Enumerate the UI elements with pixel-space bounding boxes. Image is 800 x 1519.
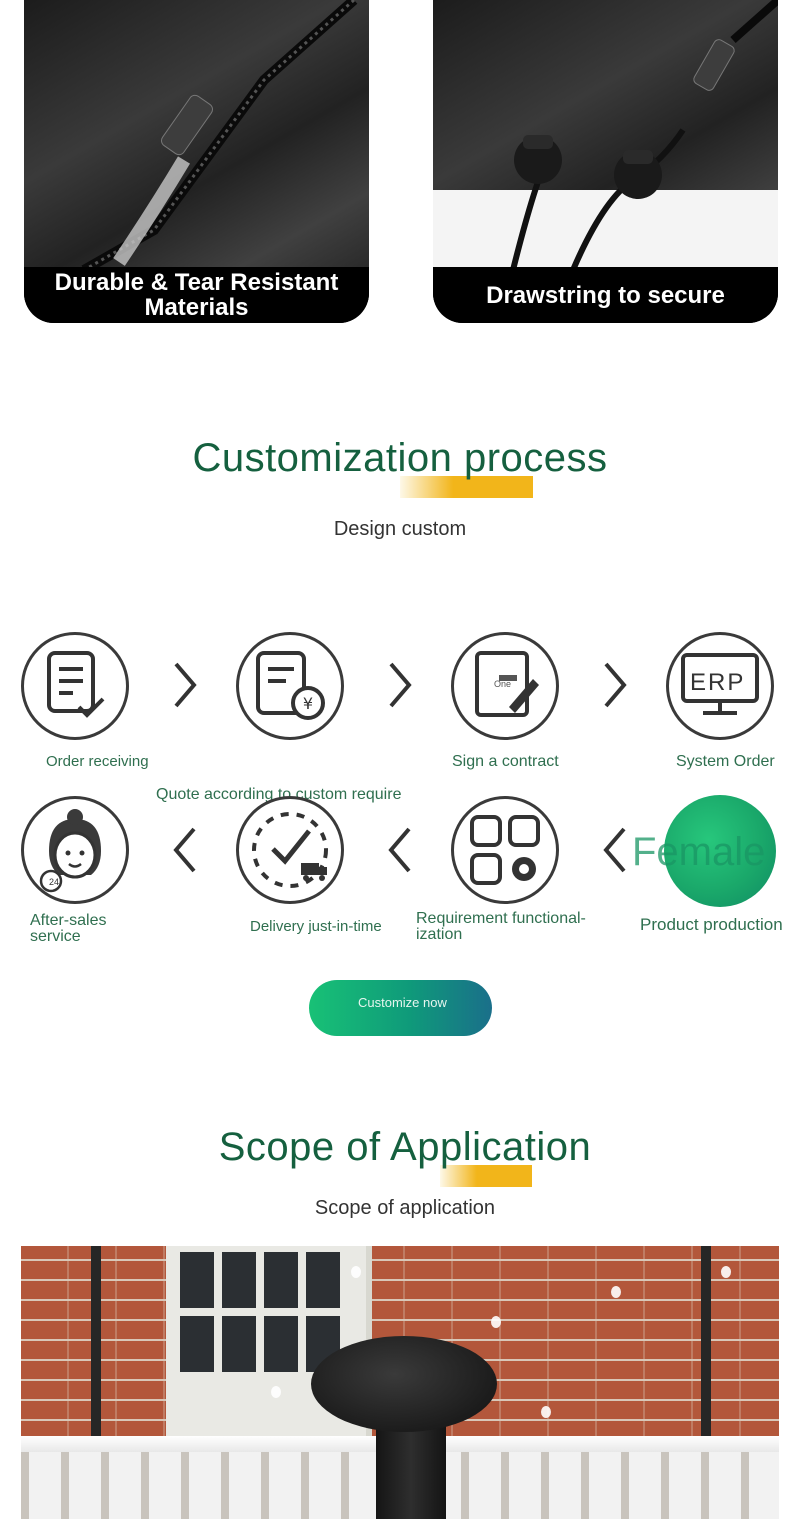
contract-pen-icon — [475, 651, 539, 717]
label-order-receiving: Order receiving — [46, 753, 149, 770]
window-pane — [180, 1316, 214, 1372]
snowflake — [611, 1286, 621, 1298]
covered-heater-top — [311, 1336, 497, 1432]
application-scene-photo — [21, 1246, 779, 1519]
step-order-receiving — [21, 632, 129, 740]
customer-service-icon — [39, 809, 101, 893]
chevron-left-icon — [385, 825, 415, 875]
document-yen-icon: ¥ — [256, 651, 325, 720]
step-requirement — [451, 796, 559, 904]
label-after-sales: After-sales service — [30, 912, 107, 945]
drain-pipe — [91, 1246, 101, 1519]
chevron-right-icon — [170, 660, 200, 710]
customize-now-button[interactable]: Customize now — [309, 980, 492, 1036]
contract-icon-text: One — [494, 679, 512, 689]
scope-subtitle: Scope of application — [314, 1197, 496, 1219]
step-sign-contract: One — [451, 632, 559, 740]
zipper-icon — [81, 0, 358, 270]
step-quote: ¥ — [236, 632, 344, 740]
green-circle-icon — [664, 795, 776, 907]
window-pane — [264, 1252, 298, 1308]
erp-monitor-icon — [681, 653, 759, 715]
chevron-left-icon — [600, 825, 630, 875]
window-pane — [306, 1252, 340, 1308]
caption-drawstring: Drawstring to secure — [433, 267, 778, 323]
erp-icon-text: ERP — [690, 669, 746, 696]
drawstring-toggle-icon — [510, 0, 778, 270]
label-quote: Quote according to custom require — [156, 786, 402, 803]
chevron-left-icon — [170, 825, 200, 875]
title-accent-bar — [400, 476, 533, 498]
window-pane — [222, 1252, 256, 1308]
chevron-right-icon — [385, 660, 415, 710]
title-accent-bar — [440, 1165, 532, 1187]
window-pane — [180, 1252, 214, 1308]
caption-materials: Durable & Tear Resistant Materials — [24, 267, 369, 323]
process-subtitle: Design custom — [333, 518, 467, 540]
scope-title: Scope of Application — [218, 1125, 592, 1169]
step-after-sales: 24 — [21, 796, 129, 904]
snowflake — [491, 1316, 501, 1328]
snowflake — [351, 1266, 361, 1278]
snowflake — [271, 1386, 281, 1398]
step-system-order: ERP — [666, 632, 774, 740]
grid-gear-icon — [470, 815, 540, 885]
feature-photo-drawstring: Drawstring to secure — [433, 0, 778, 323]
white-backdrop — [433, 190, 778, 270]
snowflake — [721, 1266, 731, 1278]
chevron-right-icon — [600, 660, 630, 710]
label-product-production: Product production — [640, 915, 783, 934]
window-pane — [222, 1316, 256, 1372]
label-delivery: Delivery just-in-time — [250, 918, 382, 935]
label-requirement: Requirement functional-ization — [416, 910, 586, 943]
clock-truck-icon — [252, 812, 328, 888]
feature-photo-materials: Durable & Tear Resistant Materials — [24, 0, 369, 323]
label-sign-contract: Sign a contract — [452, 753, 559, 770]
document-check-icon — [47, 651, 105, 718]
label-system-order: System Order — [676, 753, 775, 770]
process-title: Customization process — [192, 436, 608, 480]
window-pane — [264, 1316, 298, 1372]
after-sales-icon-text: 24 — [49, 877, 60, 887]
overlay-word: Female — [632, 830, 766, 874]
drain-pipe — [701, 1246, 711, 1519]
step-delivery — [236, 796, 344, 904]
svg-text:¥: ¥ — [303, 694, 313, 713]
snowflake — [541, 1406, 551, 1418]
